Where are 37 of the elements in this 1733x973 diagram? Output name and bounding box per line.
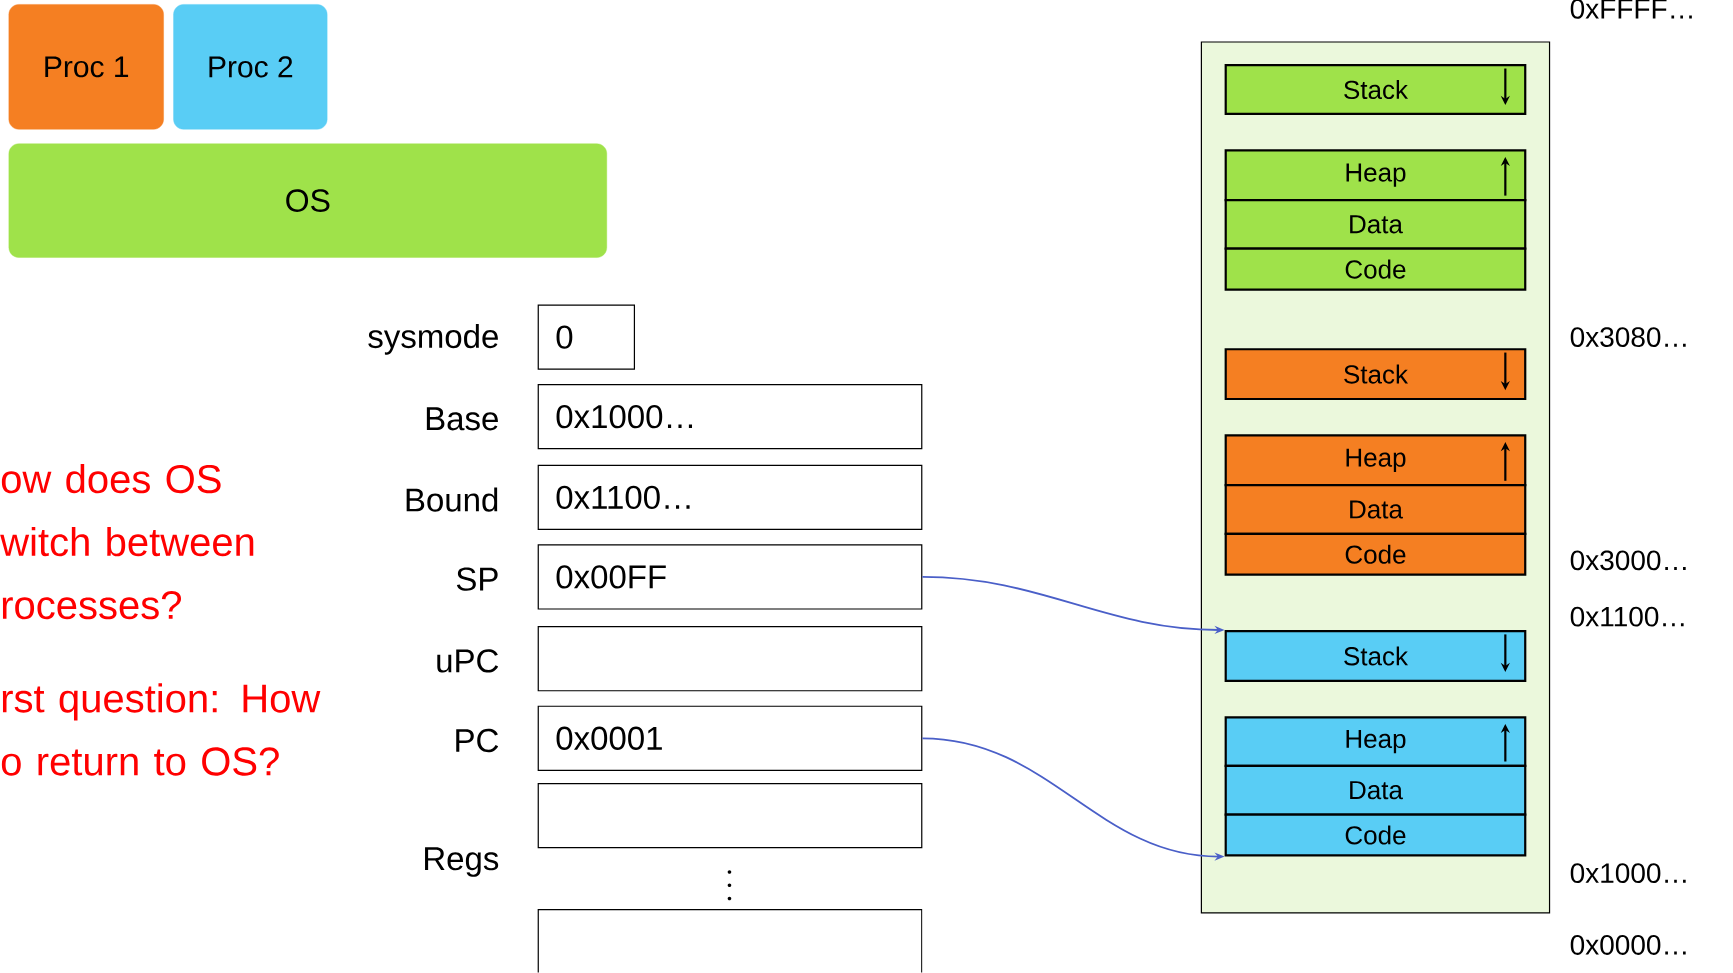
process-box: OS	[8, 143, 607, 258]
memory-segment: Heap	[1224, 716, 1527, 768]
register-label: Regs	[425, 847, 499, 878]
register-box: 0x0001	[537, 705, 923, 772]
register-box: 0x1100…	[537, 464, 923, 531]
memory-segment: Stack	[1224, 348, 1527, 401]
register-box	[537, 626, 923, 692]
memory-segment: Data	[1224, 199, 1527, 250]
memory-segment: Code	[1224, 813, 1527, 857]
register-label: Bound	[406, 487, 498, 512]
register-box	[537, 909, 923, 973]
register-label: Base	[426, 407, 498, 431]
register-label: sysmode	[368, 324, 498, 355]
register-label: uPC	[437, 649, 499, 673]
register-box: 0x00FF	[537, 544, 923, 610]
address-label: 0x1000…	[1570, 863, 1686, 884]
memory-segment: Heap	[1224, 149, 1527, 202]
address-label: 0x1100…	[1570, 607, 1684, 627]
register-label: PC	[456, 729, 499, 753]
question-text: ow does OS witch between rocesses?	[0, 464, 254, 620]
memory-segment: Data	[1224, 765, 1527, 816]
memory-segment: Code	[1224, 247, 1527, 291]
register-box	[537, 783, 923, 849]
register-label: SP	[456, 567, 498, 592]
register-box: 0x1000…	[537, 384, 923, 450]
memory-segment: Code	[1224, 532, 1527, 576]
process-box: Proc 2	[173, 4, 328, 130]
memory-segment: Stack	[1224, 630, 1527, 683]
address-label: 0x3000…	[1570, 550, 1686, 571]
memory-segment: Data	[1224, 484, 1527, 536]
question-text: rst question: How o return to OS?	[1, 683, 321, 776]
memory-segment: Heap	[1224, 434, 1527, 487]
memory-segment: Stack	[1224, 64, 1527, 116]
address-label: 0x3080…	[1570, 327, 1686, 348]
register-box: 0	[537, 304, 635, 370]
process-box: Proc 1	[8, 4, 164, 130]
address-label: 0x0000…	[1570, 935, 1686, 956]
